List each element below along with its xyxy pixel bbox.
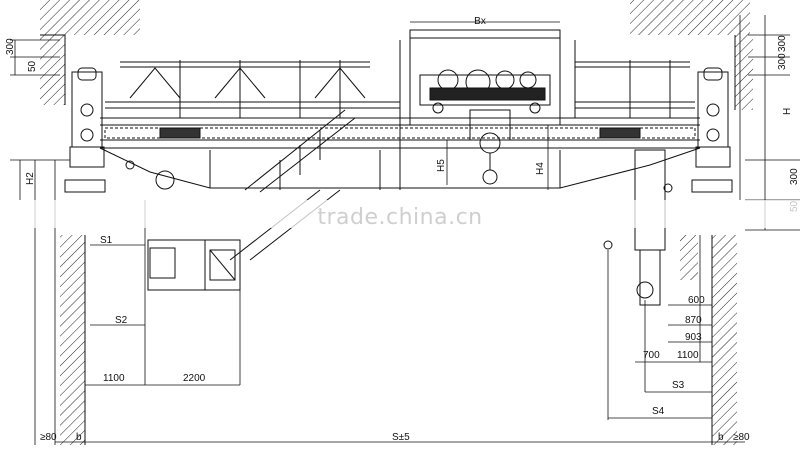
hook-symbols <box>125 160 673 250</box>
dim-h: H <box>782 108 793 115</box>
dim-s4: S4 <box>652 406 665 417</box>
right-end-carriage <box>691 67 733 193</box>
dim-870: 870 <box>685 315 702 326</box>
dim-1100-left: 1100 <box>103 373 125 384</box>
access-stairs <box>229 109 356 261</box>
dim-top-left-50: 50 <box>27 60 38 72</box>
dim-top-right-300b: 300 <box>777 53 788 70</box>
dim-s3: S3 <box>672 380 685 391</box>
dim-right-300: 300 <box>789 168 800 185</box>
dim-903: 903 <box>685 332 702 343</box>
dim-s2: S2 <box>115 315 128 326</box>
watermark: trade.china.cn <box>317 205 482 230</box>
dim-b-left: b <box>76 432 82 443</box>
dim-bx: Bx <box>474 16 486 27</box>
dim-ge80-right: ≥80 <box>733 432 750 443</box>
trolley <box>409 29 561 185</box>
dim-600: 600 <box>688 295 705 306</box>
dimension-lines <box>10 15 800 445</box>
dim-s1: S1 <box>100 235 113 246</box>
dim-1100-right: 1100 <box>677 350 699 361</box>
operator-cab <box>147 239 241 291</box>
watermark-band <box>0 200 800 228</box>
dim-h5: H5 <box>436 159 447 172</box>
dim-700: 700 <box>643 350 660 361</box>
dim-ge80-left: ≥80 <box>40 432 57 443</box>
left-end-carriage <box>64 67 106 193</box>
walkway-railing <box>105 40 695 190</box>
lamp-fixtures <box>129 67 366 99</box>
dim-span: S±5 <box>392 432 410 443</box>
dim-b-right: b <box>718 432 724 443</box>
dim-h2: H2 <box>25 172 36 185</box>
dim-top-left-300: 300 <box>5 38 16 55</box>
left-wall <box>40 0 140 445</box>
dim-h4: H4 <box>535 162 546 175</box>
dim-top-right-300a: 300 <box>777 35 788 52</box>
right-wall <box>630 0 753 445</box>
dim-2200: 2200 <box>183 373 206 384</box>
